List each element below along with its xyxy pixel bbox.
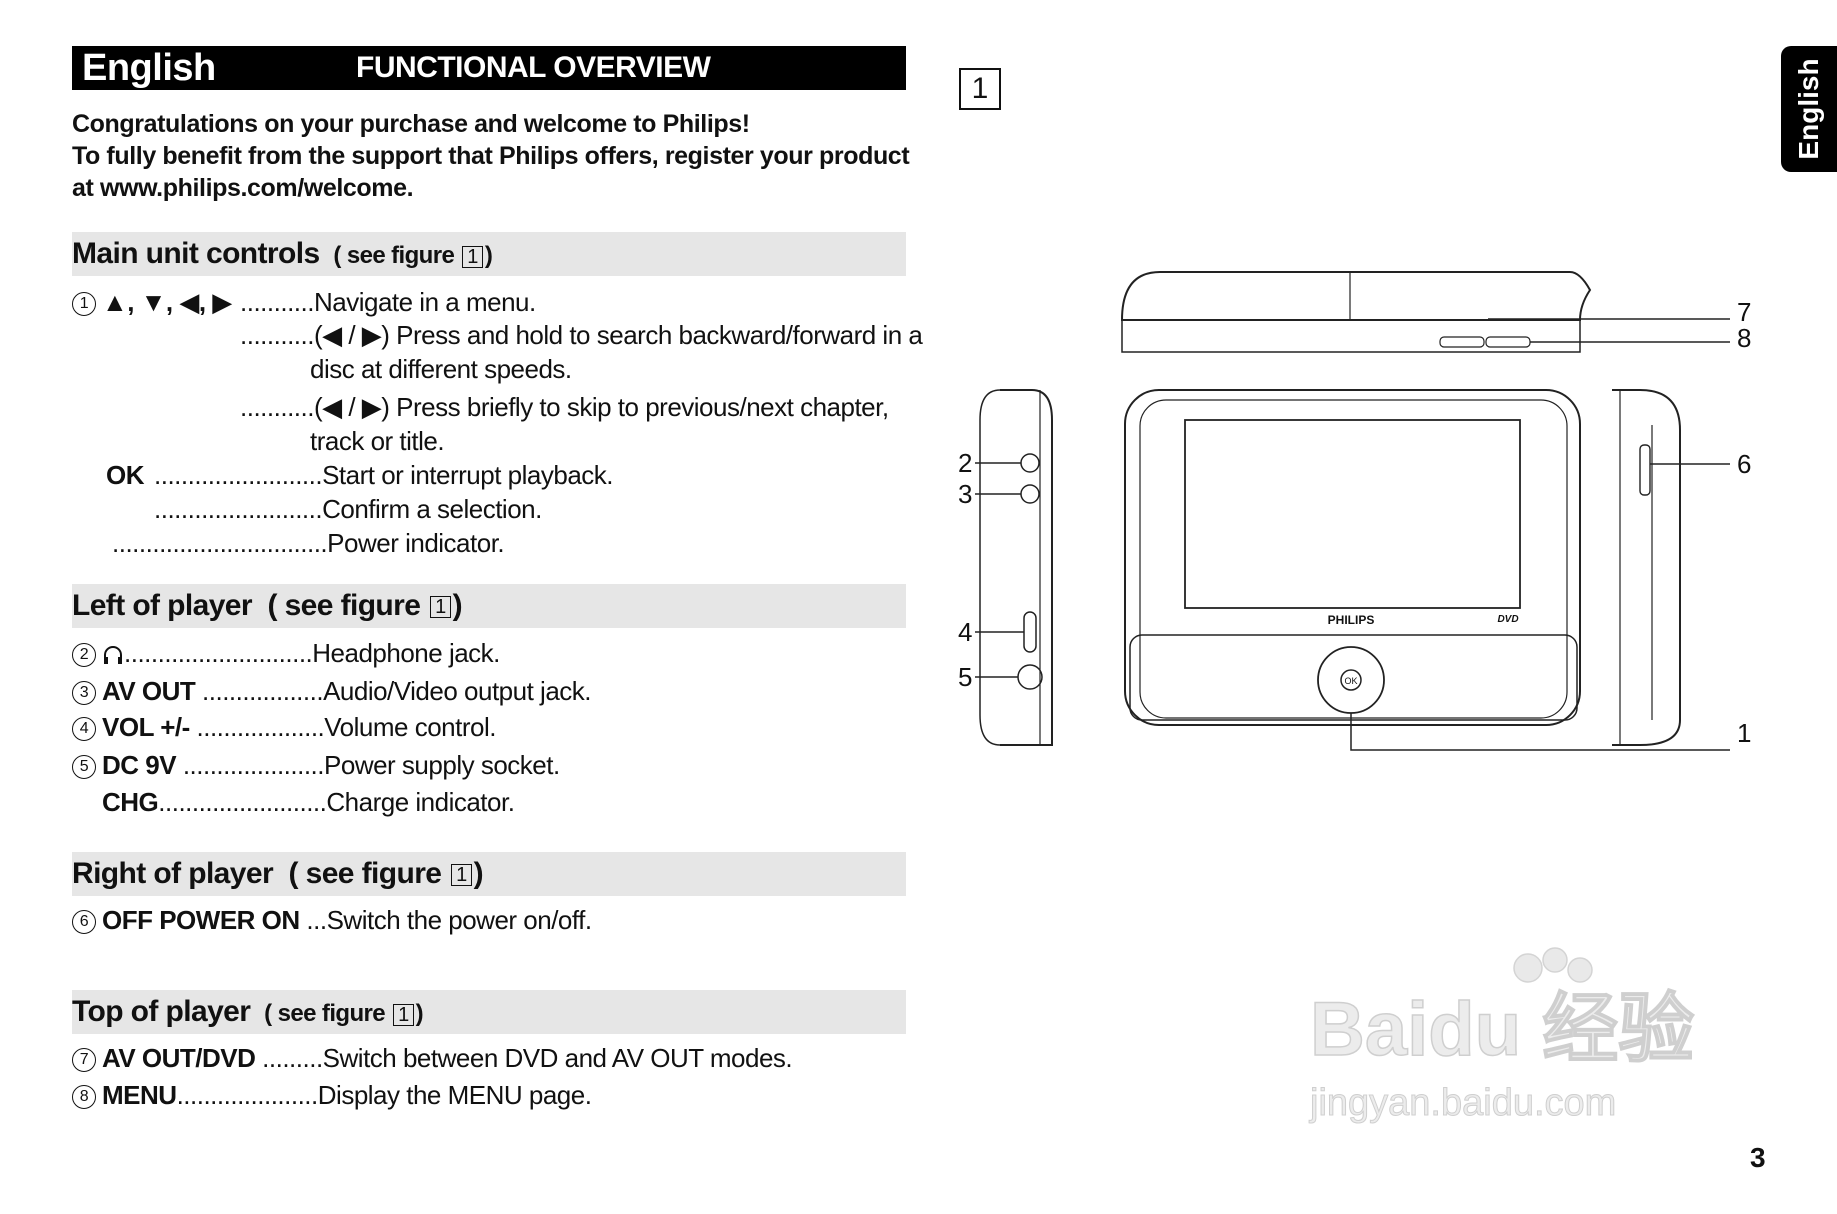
item-label: ▲, ▼, ◀, ▶ [102, 287, 232, 317]
callout-1: 1 [1737, 718, 1751, 748]
control-desc: .........................Confirm a selec… [154, 494, 542, 524]
section-title: Left of player ( see figure 1) [72, 589, 463, 622]
callout-8: 8 [1737, 323, 1751, 353]
control-desc: ...........Navigate in a menu. [240, 287, 536, 317]
control-desc-cont: disc at different speeds. [310, 354, 572, 384]
section-title-text: Main unit controls [72, 237, 320, 270]
item-number: 6 [72, 910, 96, 935]
control-desc-cont: track or title. [310, 426, 445, 456]
section-main-unit-controls: Main unit controls ( see figure 1) [72, 232, 906, 276]
page-number: 3 [1750, 1142, 1766, 1173]
figure-number-box: 1 [959, 68, 1001, 110]
see-figure-text: ( see figure 1) [333, 242, 493, 269]
figure-ref-box: 1 [430, 596, 451, 619]
item-number: 8 [72, 1085, 96, 1110]
item-number: 4 [72, 717, 96, 742]
svg-text:Baidu 经验: Baidu 经验 [1310, 987, 1694, 1072]
section-title: Top of player ( see figure 1) [72, 995, 424, 1028]
section-top-of-player: Top of player ( see figure 1) [72, 990, 906, 1034]
baidu-watermark: Baidu 经验 jingyan.baidu.com [1300, 940, 1740, 1140]
header-title: FUNCTIONAL OVERVIEW [356, 51, 711, 84]
item-number: 1 [72, 292, 96, 317]
control-desc: ...........(◀ / ▶) Press and hold to sea… [240, 320, 923, 350]
left-side-body [1000, 389, 1053, 746]
side-language-tab: English [1781, 46, 1837, 172]
callout-5: 5 [958, 662, 972, 692]
device-diagram: PHILIPS DVD OK 1 2 3 4 5 6 7 8 [958, 271, 1751, 751]
intro-line-2: To fully benefit from the support that P… [72, 142, 910, 170]
section-right-of-player: Right of player ( see figure 1) [72, 852, 906, 896]
control-item: 1▲, ▼, ◀, ▶ [72, 287, 232, 317]
control-item: OK [106, 460, 145, 490]
dvd-logo: DVD [1497, 614, 1518, 625]
side-language-label: English [1793, 58, 1824, 160]
brand-label: PHILIPS [1328, 613, 1375, 627]
control-desc: ...........(◀ / ▶) Press briefly to skip… [240, 392, 889, 422]
callout-4: 4 [958, 617, 972, 647]
top-view-body [1120, 271, 1592, 321]
control-item: 2............................Headphone j… [72, 638, 500, 668]
front-view-body [1124, 389, 1581, 726]
control-desc: .........................Start or interr… [154, 460, 614, 490]
screen [1184, 419, 1521, 609]
ok-label: OK [1344, 676, 1357, 686]
item-number: 3 [72, 681, 96, 706]
intro-line-3: at www.philips.com/welcome. [72, 174, 414, 202]
control-item: CHG.........................Charge indic… [102, 787, 515, 817]
intro-text: Congratulations on your purchase and wel… [72, 108, 912, 204]
intro-line-1: Congratulations on your purchase and wel… [72, 110, 750, 138]
svg-text:jingyan.baidu.com: jingyan.baidu.com [1309, 1082, 1616, 1124]
callout-3: 3 [958, 479, 972, 509]
figure-ref-box: 1 [462, 245, 483, 268]
right-side-body [1612, 389, 1681, 746]
figure-ref-box: 1 [393, 1003, 414, 1026]
section-left-of-player: Left of player ( see figure 1) [72, 584, 906, 628]
headphone-icon [102, 638, 124, 668]
figure-ref-box: 1 [451, 864, 472, 887]
ok-button [1340, 669, 1362, 691]
control-desc: ................................Power in… [112, 528, 505, 558]
item-number: 2 [72, 643, 96, 668]
item-number: 7 [72, 1048, 96, 1073]
callout-7: 7 [1737, 297, 1751, 327]
item-number: 5 [72, 755, 96, 780]
callout-6: 6 [1737, 449, 1751, 479]
section-title: Main unit controls ( see figure 1) [72, 232, 493, 278]
callout-2: 2 [958, 448, 972, 478]
header-language: English [82, 47, 216, 89]
section-title: Right of player ( see figure 1) [72, 857, 484, 890]
header-bar: English FUNCTIONAL OVERVIEW [72, 46, 906, 90]
